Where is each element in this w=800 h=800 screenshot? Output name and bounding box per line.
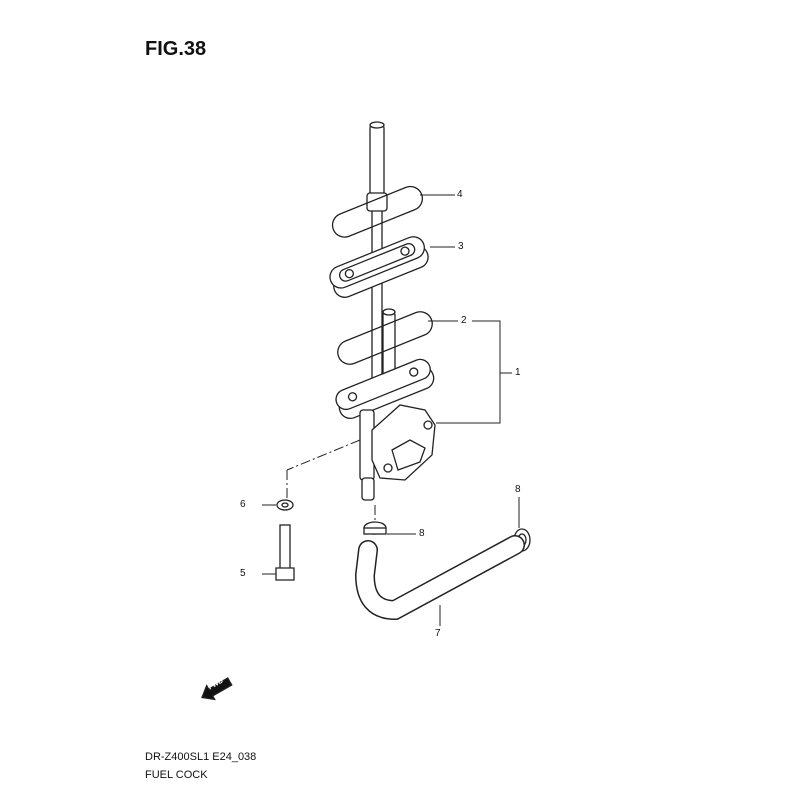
oring-4 — [331, 185, 424, 238]
callout-5[interactable]: 5 — [240, 568, 246, 579]
valve-body — [359, 404, 436, 501]
figure-name: FUEL COCK — [145, 769, 208, 781]
lower-plate — [335, 358, 435, 420]
callout-4[interactable]: 4 — [457, 189, 463, 200]
plate-3 — [329, 236, 429, 298]
callout-7[interactable]: 7 — [435, 628, 441, 639]
clamp-8a — [363, 521, 387, 535]
callout-8a[interactable]: 8 — [419, 528, 425, 539]
callout-8b[interactable]: 8 — [515, 484, 521, 495]
callout-2[interactable]: 2 — [461, 315, 467, 326]
callout-1[interactable]: 1 — [515, 367, 521, 378]
callout-3[interactable]: 3 — [458, 241, 464, 252]
oring-2 — [337, 311, 433, 365]
fwd-arrow-icon — [201, 677, 233, 701]
model-code: DR-Z400SL1 E24_038 — [145, 751, 257, 763]
washer-6 — [276, 499, 294, 511]
figure-title: FIG.38 — [145, 38, 207, 60]
bolt-5 — [275, 524, 295, 581]
callout-6[interactable]: 6 — [240, 499, 246, 510]
